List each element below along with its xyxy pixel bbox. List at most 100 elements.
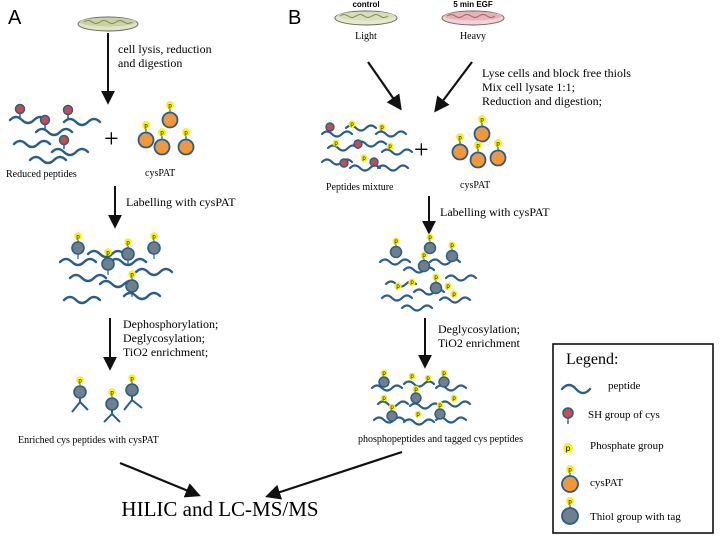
cyspat-cluster-b: p p p p: [451, 115, 507, 169]
svg-text:p: p: [350, 122, 354, 128]
svg-text:p: p: [382, 371, 386, 377]
legend-box: Legend: peptide SH group of cys p Phosph…: [552, 343, 714, 534]
dish-control-label: Light: [355, 31, 377, 42]
dish-egf-icon: [441, 10, 505, 26]
svg-text:p: p: [410, 280, 414, 286]
svg-text:p: p: [396, 284, 400, 290]
svg-text:p: p: [414, 387, 418, 393]
svg-text:p: p: [442, 371, 446, 377]
legend-title: Legend:: [566, 351, 618, 368]
svg-text:p: p: [428, 235, 432, 241]
svg-text:p: p: [144, 124, 148, 130]
svg-text:p: p: [168, 104, 172, 110]
reduced-peptides-cluster: [8, 103, 102, 165]
svg-text:p: p: [496, 142, 500, 148]
svg-text:p: p: [388, 144, 392, 150]
step-a1-line1: cell lysis, reduction: [118, 42, 212, 56]
svg-text:p: p: [390, 405, 394, 411]
svg-text:p: p: [394, 239, 398, 245]
cyspat-label-b: cysPAT: [460, 180, 490, 191]
arrow-b4: [265, 450, 403, 500]
labelled-tags-a: p p p p p: [71, 232, 161, 297]
step-b1-line1: Lyse cells and block free thiols: [482, 66, 631, 80]
thiol-glyph: p: [568, 500, 572, 506]
labelled-tags-b: p p p p p p p p p: [389, 233, 459, 298]
svg-text:p: p: [422, 253, 426, 259]
cyspat-glyph: p: [568, 468, 572, 474]
cyspat-label-a: cysPAT: [145, 168, 175, 179]
svg-text:p: p: [78, 379, 82, 385]
svg-text:p: p: [438, 403, 442, 409]
svg-text:p: p: [476, 144, 480, 150]
dish-egf-title: 5 min EGF: [453, 0, 493, 9]
enriched-label: Enriched cys peptides with cysPAT: [18, 435, 159, 446]
labelling-b: Labelling with cysPAT: [440, 205, 550, 219]
svg-text:p: p: [126, 241, 130, 247]
labelled-peptides-cluster-a: [58, 249, 174, 305]
svg-text:p: p: [110, 391, 114, 397]
step-b1-line3: Reduction and digestion;: [482, 94, 602, 108]
svg-text:p: p: [160, 131, 164, 137]
thiol-tag-icon: p: [561, 497, 579, 525]
plus-sign-b: +: [414, 135, 429, 164]
enriched-peptides-cluster-a: p p p: [71, 374, 143, 423]
dish-control-icon: [334, 10, 398, 26]
legend-item-phosphate: Phosphate group: [590, 440, 664, 452]
peptides-mixture-groups: p p p p p: [325, 120, 394, 168]
svg-text:p: p: [450, 243, 454, 249]
dish-egf-label: Heavy: [460, 31, 486, 42]
svg-text:p: p: [426, 376, 430, 382]
step-b3-line2: TiO2 enrichment: [438, 336, 521, 350]
labelling-a: Labelling with cysPAT: [126, 195, 236, 209]
svg-text:p: p: [76, 235, 80, 241]
panel-label-a: A: [8, 7, 22, 29]
plus-sign-a: +: [104, 124, 119, 153]
svg-text:p: p: [446, 284, 450, 290]
legend-item-peptide: peptide: [608, 380, 640, 392]
svg-text:p: p: [382, 396, 386, 402]
arrow-b1-right: [434, 61, 473, 113]
result-tags-b: p p p p p p p p p p: [378, 369, 458, 422]
svg-text:p: p: [452, 292, 456, 298]
result-label: phosphopeptides and tagged cys peptides: [358, 434, 523, 445]
svg-text:p: p: [152, 235, 156, 241]
sh-group-icon: [562, 407, 574, 424]
svg-text:p: p: [130, 377, 134, 383]
svg-text:p: p: [130, 273, 134, 279]
step-a3-line2: Deglycosylation;: [123, 331, 205, 345]
legend-item-thiol: Thiol group with tag: [590, 511, 681, 523]
cell-dish-icon: [77, 16, 139, 32]
arrow-a4: [119, 461, 201, 498]
step-b3-line1: Deglycosylation;: [438, 322, 520, 336]
cyspat-icon: p: [561, 465, 579, 493]
arrow-b1-left: [367, 61, 402, 111]
step-a1-line2: and digestion: [118, 56, 182, 70]
peptide-icon: [560, 383, 592, 395]
phosphate-glyph: p: [566, 444, 571, 453]
legend-item-cyspat: cysPAT: [590, 477, 623, 489]
cyspat-cluster-a: p p p p: [137, 101, 195, 156]
final-step: HILIC and LC-MS/MS: [121, 497, 318, 521]
svg-text:p: p: [106, 251, 110, 257]
panel-label-b: B: [288, 7, 301, 29]
svg-text:p: p: [416, 412, 420, 418]
phosphate-icon: p: [563, 443, 573, 453]
svg-text:p: p: [362, 156, 366, 162]
svg-text:p: p: [184, 131, 188, 137]
step-a3-line1: Dephosphorylation;: [123, 317, 218, 331]
svg-text:p: p: [434, 275, 438, 281]
svg-text:p: p: [452, 396, 456, 402]
svg-text:p: p: [480, 118, 484, 124]
dish-control-title: control: [352, 0, 379, 9]
legend-item-sh: SH group of cys: [588, 409, 660, 421]
svg-text:p: p: [410, 374, 414, 380]
svg-text:p: p: [458, 136, 462, 142]
step-b1-line2: Mix cell lysate 1:1;: [482, 80, 575, 94]
peptides-mixture-cluster: [320, 124, 414, 172]
peptides-mixture-label: Peptides mixture: [326, 182, 394, 193]
step-a3-line3: TiO2 enrichment;: [123, 345, 208, 359]
svg-text:p: p: [334, 141, 338, 147]
reduced-peptides-label: Reduced peptides: [6, 169, 77, 180]
svg-text:p: p: [380, 125, 384, 131]
